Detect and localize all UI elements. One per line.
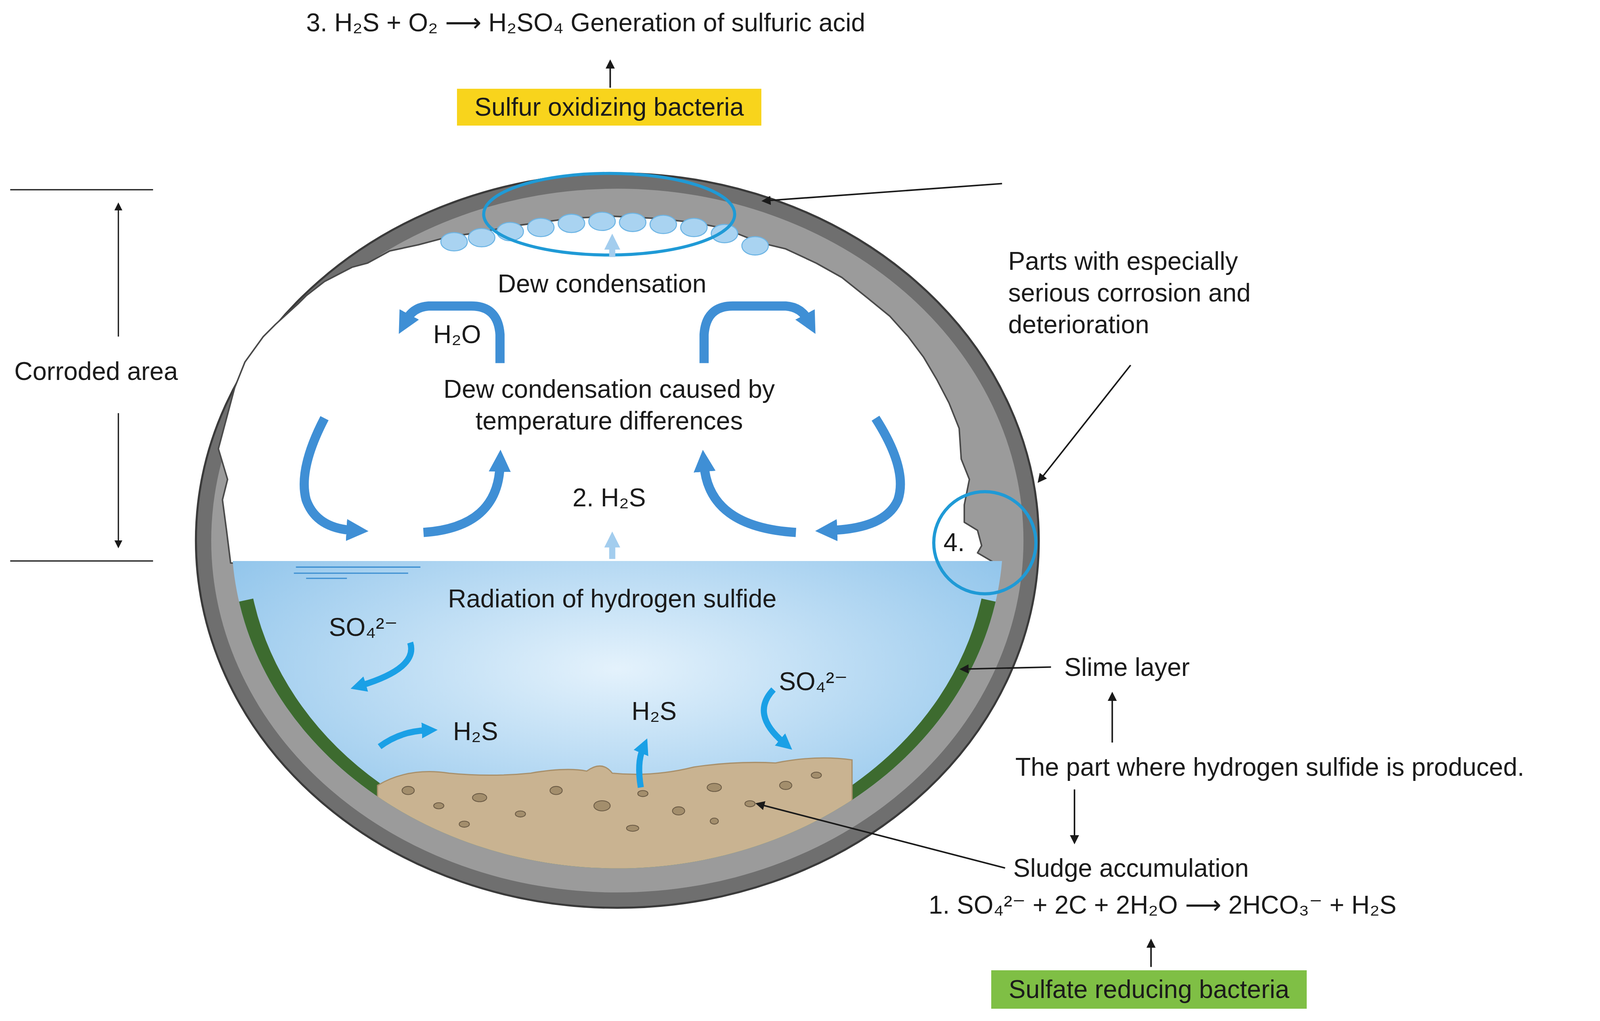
ripple-line [293, 572, 408, 574]
dimension-arrow [117, 413, 119, 547]
corroded-cavity [218, 216, 995, 564]
pebble [401, 786, 415, 796]
pebble [515, 811, 526, 818]
sulfide-arrow [639, 749, 643, 788]
circulation-arrow [304, 418, 354, 531]
leader-line [1038, 365, 1131, 482]
box-label: Sulfur oxidizing bacteria [474, 91, 744, 123]
process-arrow [609, 61, 612, 88]
pebble [811, 772, 822, 779]
water-ripples [293, 567, 421, 579]
dew-drop [588, 212, 616, 231]
leader-line [756, 804, 1006, 869]
dew-drop [440, 232, 468, 251]
process-arrow [1150, 940, 1152, 968]
corrosion-highlight [483, 173, 735, 256]
dew-drop [741, 236, 769, 255]
pebble [779, 781, 792, 790]
sludge-pebbles [401, 772, 822, 832]
circulation-arrow [830, 418, 901, 531]
dew-drop [619, 213, 647, 232]
dew-drop [558, 214, 585, 233]
pebble [550, 786, 563, 796]
chemical-label: H₂S [631, 695, 677, 728]
dew-drop [680, 218, 708, 237]
callout-circle: 4. [931, 489, 1038, 597]
bracket-line [10, 189, 153, 191]
pebble [593, 800, 610, 812]
sulfate-arrow [763, 689, 784, 743]
process-arrow [1073, 789, 1076, 844]
pebble [707, 783, 722, 792]
dimension-arrow [117, 204, 119, 337]
chemical-label: H₂O [433, 318, 482, 351]
sludge-body [377, 758, 853, 919]
leader-line [763, 183, 1002, 201]
pebble [672, 806, 685, 816]
circulation-arrow [703, 305, 809, 364]
callout-label: The part where hydrogen sulfide is produ… [1015, 751, 1525, 784]
sulfate-arrow [361, 642, 411, 686]
process-label: Dew condensation [497, 267, 707, 300]
rising-arrow [609, 244, 616, 258]
dimension-label: Corroded area [14, 355, 178, 388]
bacteria-box: Sulfate reducing bacteria [991, 970, 1307, 1010]
chemical-label: SO₄²⁻ [778, 665, 848, 698]
pebble [637, 790, 649, 797]
water-arrows [361, 642, 784, 788]
reaction-equation: 1. SO₄²⁻ + 2C + 2H₂O ⟶ 2HCO₃⁻ + H₂S [928, 889, 1397, 922]
chemical-label: SO₄²⁻ [328, 611, 398, 644]
circulation-arrow [703, 465, 796, 533]
box-label: Sulfate reducing bacteria [1008, 974, 1290, 1006]
ripple-line [296, 566, 421, 568]
circulation-arrow [423, 465, 500, 533]
callout-number: 4. [943, 527, 965, 559]
pebble [459, 821, 470, 828]
dew-drop [649, 215, 677, 234]
pebble [433, 802, 444, 809]
callout-circle-ring [933, 491, 1037, 595]
ripple-line [305, 577, 347, 580]
dew-drop [711, 224, 738, 243]
chemical-label: H₂S [453, 715, 499, 748]
process-label: Radiation of hydrogen sulfide [447, 583, 777, 615]
pebble [710, 818, 719, 825]
leader-line [961, 667, 1052, 670]
circulation-arrow [406, 305, 501, 364]
leader-lines [610, 61, 1152, 968]
reaction-equation: 3. H₂S + O₂ ⟶ H₂SO₄ Generation of sulfur… [305, 6, 866, 39]
part-label: Slime layer [1064, 651, 1190, 684]
pebble [744, 800, 756, 807]
pebble [626, 825, 639, 832]
callout-label: Parts with especially serious corrosion … [1008, 245, 1278, 341]
bracket-line [10, 560, 153, 562]
sludge [377, 758, 853, 919]
dew-drop [527, 218, 555, 237]
dew-drop [468, 228, 496, 247]
process-arrow [1111, 693, 1113, 744]
pebble [472, 793, 487, 803]
rising-arrow [609, 542, 616, 560]
circulation-arrows [304, 305, 901, 533]
bacteria-box: Sulfur oxidizing bacteria [456, 88, 761, 126]
process-label: Dew condensation caused by temperature d… [418, 373, 800, 437]
sulfide-arrow [379, 730, 427, 747]
part-label: Sludge accumulation [1013, 852, 1249, 885]
chemical-label: 2. H₂S [572, 481, 647, 514]
